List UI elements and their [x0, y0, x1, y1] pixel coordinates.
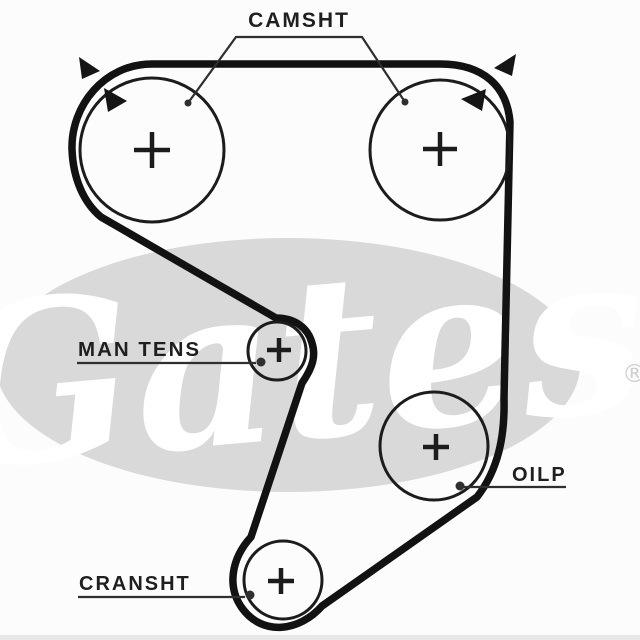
camshaft-right-center-cross: [423, 132, 457, 166]
label-crankshaft: CRANSHT: [79, 573, 191, 595]
crankshaft-center-cross: [268, 568, 294, 594]
tensioner-center-cross: [267, 338, 291, 362]
tensioner-pulley: [246, 320, 308, 382]
oil-pump-leader: [455, 481, 566, 491]
camshaft-leader-dot-left: [184, 99, 192, 107]
camshaft-left-center-cross: [134, 132, 170, 168]
tensioner-leader-dot: [256, 357, 266, 367]
timing-mark-arrow-left-outer: [79, 57, 100, 79]
crankshaft-leader: [78, 590, 255, 600]
timing-mark-arrow-right-inner: [461, 89, 486, 111]
timing-mark-arrow-right-outer: [494, 54, 516, 76]
label-oil-pump: OILP: [512, 464, 567, 486]
timing-mark-arrow-left-inner: [104, 88, 127, 112]
oil-pump-center-cross: [423, 434, 449, 460]
registered-trademark-symbol: ®: [622, 359, 640, 388]
camshaft-leader-dot-right: [401, 98, 409, 106]
oil-pump-pulley: [378, 390, 490, 502]
oil-pump-leader-dot: [455, 481, 465, 491]
crankshaft-pulley: [242, 539, 324, 621]
camshaft-pulley-left: [78, 76, 226, 224]
camshaft-leader-line: [187, 35, 406, 104]
crankshaft-leader-dot: [245, 590, 255, 600]
timing-belt: [68, 60, 514, 632]
gates-watermark-script: Gates: [0, 201, 640, 521]
gates-watermark: Gates ®: [0, 201, 640, 521]
bottom-edge-strip: [0, 635, 640, 640]
tensioner-leader: [77, 357, 266, 367]
label-camshaft: CAMSHT: [248, 9, 350, 32]
camshaft-leader: [184, 35, 409, 107]
camshaft-pulley-right: [368, 78, 512, 222]
gates-watermark-oval: [0, 238, 580, 492]
label-manual-tensioner: MAN TENS: [78, 338, 201, 361]
